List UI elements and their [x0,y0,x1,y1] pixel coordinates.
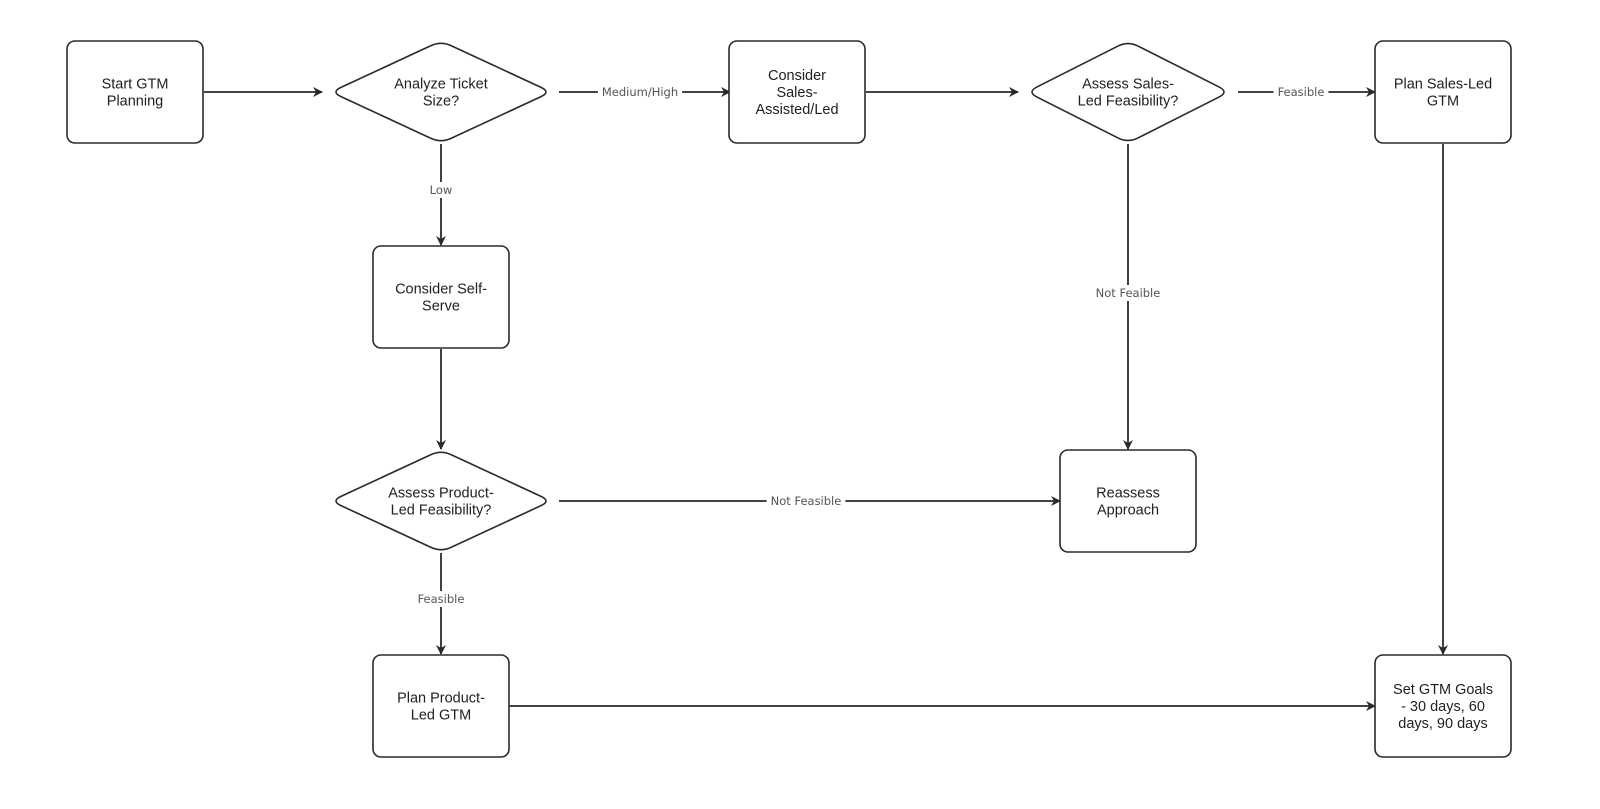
node-label-line: Planning [107,94,163,110]
node-label-line: Approach [1097,503,1159,519]
process-box [372,654,510,758]
process-box [1374,654,1512,758]
node-label-line: Led Feasibility? [1078,94,1179,110]
edge-ticket-to-sales-assisted: Medium/High [559,84,731,100]
edge-label-background [413,591,469,607]
edge-label-background [1091,285,1165,301]
node-label-line: Analyze Ticket [394,77,488,93]
node-label-line: Reassess [1096,486,1160,502]
edge-label-background [597,84,683,100]
node-label-line: GTM [1427,94,1459,110]
node-self-serve: Consider Self-Serve [372,245,510,349]
edge-label-background [425,182,457,198]
decision-diamond [1031,42,1225,142]
edge-sales-feas-to-plan-sales: Feasible [1238,84,1376,100]
node-label-line: days, 90 days [1398,716,1487,732]
process-box [728,40,866,144]
edge-sales-feas-to-reassess: Not Feaible [1091,144,1165,450]
node-label-line: Assess Product- [388,486,494,502]
decision-diamond [335,42,547,142]
process-box [372,245,510,349]
edge-label-background [766,493,846,509]
edge-product-feas-to-plan-product: Feasible [413,553,469,655]
node-label-line: Serve [422,299,460,315]
edge-label: Not Feaible [1096,286,1161,300]
edge-label: Feasible [1278,85,1325,99]
node-label-line: Plan Product- [397,691,485,707]
node-label-line: Consider Self- [395,282,487,298]
edge-label: Not Feasible [771,494,842,508]
decision-diamond [335,451,547,551]
node-label-line: Assess Sales- [1082,77,1174,93]
edge-label-background [1273,84,1329,100]
edge-ticket-to-self-serve: Low [425,144,457,246]
process-box [1059,449,1197,553]
node-plan-product: Plan Product-Led GTM [372,654,510,758]
process-box [1374,40,1512,144]
node-label-line: Led Feasibility? [391,503,492,519]
node-label-line: Led GTM [411,708,471,724]
edge-label: Medium/High [602,85,678,99]
edge-label: Low [430,183,453,197]
node-label-line: Set GTM Goals [1393,682,1493,698]
process-box [66,40,204,144]
edge-product-feas-to-reassess: Not Feasible [559,493,1061,509]
edge-label: Feasible [418,592,465,606]
node-label-line: - 30 days, 60 [1401,699,1485,715]
node-label-line: Size? [423,94,459,110]
node-label-line: Consider [768,68,826,84]
node-label-line: Assisted/Led [755,102,838,118]
node-label-line: Start GTM [102,77,169,93]
node-label-line: Plan Sales-Led [1394,77,1492,93]
node-product-feas: Assess Product-Led Feasibility? [335,451,547,551]
node-sales-feas: Assess Sales-Led Feasibility? [1031,42,1225,142]
node-label-line: Sales- [776,85,817,101]
